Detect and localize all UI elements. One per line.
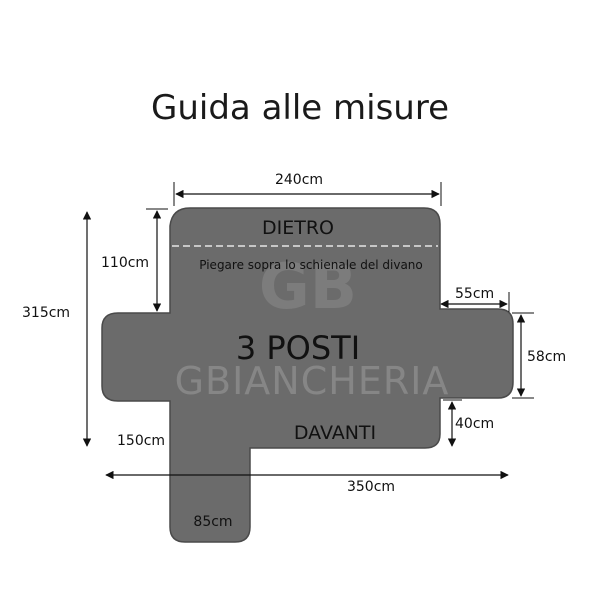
back-height-label: 110cm (101, 255, 149, 271)
armrest-width-label: 55cm (455, 286, 494, 302)
fold-instruction: Piegare sopra lo schienale del divano (199, 258, 423, 272)
page-title: Guida alle misure (151, 88, 449, 128)
armrest-height-label: 58cm (527, 349, 566, 365)
watermark-text: GBIANCHERIA (175, 359, 450, 403)
total-height-label: 315cm (22, 305, 70, 321)
seats-label: 3 POSTI (236, 329, 360, 367)
front-label: DAVANTI (294, 422, 376, 444)
width-top-label: 240cm (275, 172, 323, 188)
back-label: DIETRO (262, 217, 334, 239)
flap-width-label: 85cm (193, 514, 232, 530)
total-width-label: 350cm (347, 479, 395, 495)
front-drop-label: 40cm (455, 416, 494, 432)
sofa-cover-shape (101, 207, 514, 543)
seat-depth-label: 150cm (117, 433, 165, 449)
watermark-logo: GB (259, 250, 357, 323)
